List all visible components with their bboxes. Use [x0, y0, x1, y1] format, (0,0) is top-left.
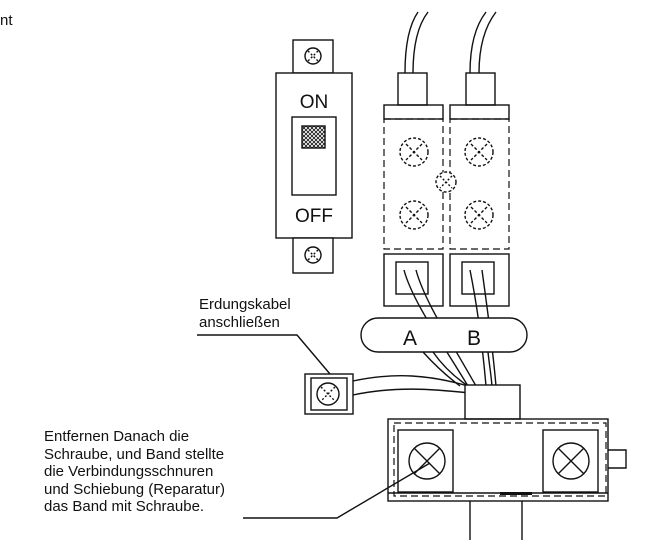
instruction-line-5: das Band mit Schraube. [44, 498, 205, 515]
instruction-line-4: und Schiebung (Reparatur) [44, 480, 225, 498]
circuit-breaker: ON OFF [275, 39, 353, 274]
terminal-b-label: B [467, 327, 481, 350]
cable-tie-band: A B [360, 317, 528, 387]
breaker-off-label: OFF [295, 206, 333, 227]
terminal-b-upper-screw-icon [464, 137, 494, 167]
breaker-on-label: ON [300, 92, 329, 113]
ground-screw-icon [316, 382, 340, 406]
terminal-b-lower-screw-icon [464, 200, 494, 230]
center-screw-icon [435, 171, 457, 193]
breaker-bottom-screw-icon [304, 246, 322, 264]
ground-cable-label-line2: anschließen [199, 313, 280, 331]
instruction-line-1: Entfernen Danach die [44, 428, 190, 445]
breaker-switch-slot [291, 116, 337, 196]
incoming-wires [404, 11, 497, 74]
breaker-top-screw-icon [304, 47, 322, 65]
instruction-line-3: die Verbindungsschnuren [44, 463, 214, 480]
corner-text: nt [0, 12, 13, 29]
ground-terminal [304, 373, 471, 415]
terminal-block [383, 72, 510, 307]
terminal-a-label: A [403, 327, 417, 350]
terminal-a-lower-screw-icon [399, 200, 429, 230]
ground-cable-label: Erdungskabel anschließen [199, 296, 291, 331]
terminal-a-upper-screw-icon [399, 137, 429, 167]
ground-cable-label-line1: Erdungskabel [199, 296, 291, 313]
cable-clamp-assembly [387, 384, 627, 540]
clamp-right-screw-icon [552, 442, 590, 480]
instruction-line-2: Schraube, und Band stellte [44, 445, 225, 463]
leader-lines [197, 334, 431, 519]
instruction-text: Entfernen Danach die Schraube, und Band … [44, 428, 225, 516]
breaker-switch-toggle [301, 125, 326, 149]
